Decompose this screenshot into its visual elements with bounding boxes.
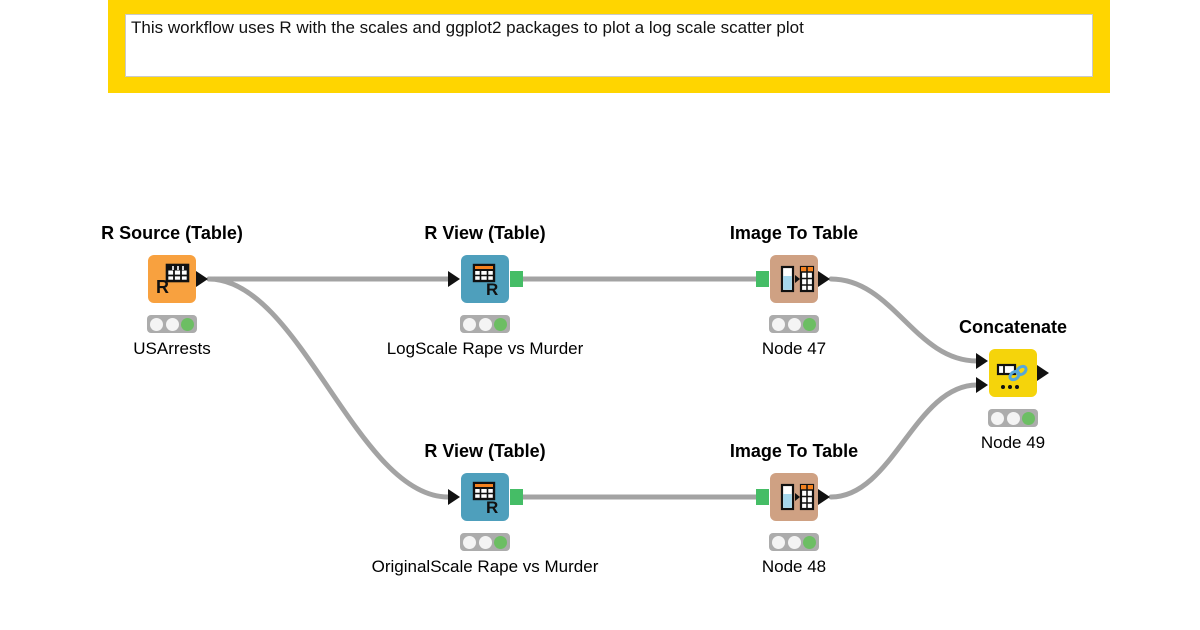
status-traffic-light [769,315,819,333]
input-port-image[interactable] [756,271,769,287]
status-light-off [149,317,163,331]
status-traffic-light [988,409,1038,427]
input-port-triangle[interactable] [976,377,989,393]
node-label: Node 48 [761,557,827,576]
svg-text:R: R [486,498,498,517]
node-body-image-to-table[interactable] [756,473,830,521]
svg-text:R: R [156,277,169,297]
output-port-image[interactable] [510,271,523,287]
status-light-off [165,317,179,331]
input-port-triangle[interactable] [448,271,461,287]
node-image-to-table-47: Image To Table Node 47 [644,222,944,359]
status-light-off [462,317,476,331]
node-label: Node 47 [761,339,827,358]
input-port-image[interactable] [756,489,769,505]
node-body-r-view[interactable]: R [448,473,523,521]
output-port-image[interactable] [510,489,523,505]
r-view-icon: R [472,263,498,299]
input-port-triangle[interactable] [976,353,989,369]
annotation-text: This workflow uses R with the scales and… [131,18,804,37]
node-concatenate: Concatenate [863,316,1163,453]
status-light-off [787,317,801,331]
r-view-icon: R [472,481,498,517]
status-light-green [803,535,817,549]
connection-wire[interactable] [828,276,980,364]
status-light-off [771,535,785,549]
node-label: OriginalScale Rape vs Murder [371,557,599,576]
status-traffic-light [147,315,197,333]
node-title: Image To Table [729,441,859,461]
node-title: R View (Table) [424,223,546,243]
status-light-off [1006,411,1020,425]
status-light-green [181,317,195,331]
node-title: R View (Table) [424,441,546,461]
status-traffic-light [460,315,510,333]
status-light-green [803,317,817,331]
node-title: Concatenate [958,317,1068,337]
node-r-view-originalscale: R View (Table) R OriginalScale Rape vs M… [335,440,635,577]
status-light-off [462,535,476,549]
node-body-r-view[interactable]: R [448,255,523,303]
node-r-source: R Source (Table) R USArrests [22,222,322,359]
node-body-image-to-table[interactable] [756,255,830,303]
workflow-annotation[interactable]: This workflow uses R with the scales and… [108,0,1110,93]
node-body-r-source[interactable]: R [148,255,208,303]
r-source-icon: R [156,263,190,297]
status-traffic-light [460,533,510,551]
status-light-green [494,317,508,331]
annotation-box: This workflow uses R with the scales and… [125,14,1093,77]
node-label: LogScale Rape vs Murder [386,339,584,358]
status-light-green [494,535,508,549]
output-port-triangle[interactable] [818,271,831,287]
node-r-view-logscale: R View (Table) R LogScale Rape vs Murder [335,222,635,359]
node-label: USArrests [133,339,211,358]
node-image-to-table-48: Image To Table Node 48 [644,440,944,577]
image-to-table-icon [780,483,815,511]
node-title: R Source (Table) [101,223,243,243]
image-to-table-icon [780,265,815,293]
status-light-off [787,535,801,549]
status-traffic-light [769,533,819,551]
status-light-green [1022,411,1036,425]
node-body-concatenate[interactable] [976,349,1049,397]
output-port-triangle[interactable] [818,489,831,505]
status-light-off [771,317,785,331]
status-light-off [478,317,492,331]
concatenate-icon [996,363,1028,389]
connection-wire[interactable] [828,382,980,500]
node-title: Image To Table [729,223,859,243]
output-port-triangle[interactable] [1037,365,1050,381]
node-label: Node 49 [980,433,1046,452]
input-port-triangle[interactable] [448,489,461,505]
output-port-triangle[interactable] [196,271,209,287]
status-light-off [478,535,492,549]
svg-text:R: R [486,280,498,299]
status-light-off [990,411,1004,425]
connection-wire[interactable] [206,276,451,500]
